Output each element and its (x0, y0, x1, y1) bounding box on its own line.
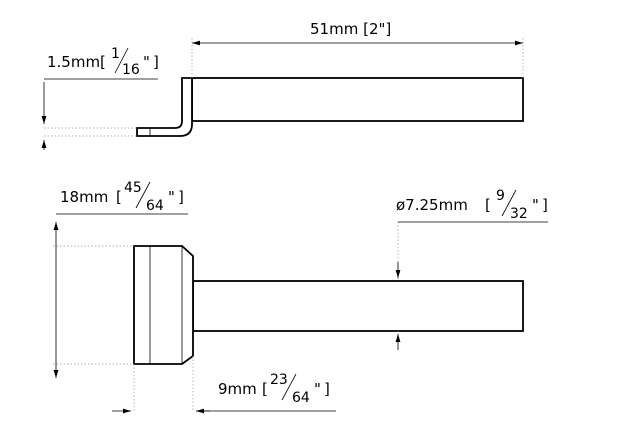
side-view: 51mm [2"] 1.5mm [ 1 16 " ] (41, 20, 524, 150)
svg-text:1: 1 (111, 46, 120, 62)
head-height-label: 18mm [ 45 64 " ] (60, 180, 184, 214)
svg-text:]: ] (542, 196, 548, 214)
svg-text:": " (168, 188, 175, 206)
side-view-shaft (191, 77, 524, 122)
length-label: 51mm [2"] (310, 20, 391, 38)
svg-text:]: ] (324, 380, 330, 398)
side-view-bent-tab (136, 77, 193, 137)
svg-text:64: 64 (292, 390, 310, 406)
svg-text:9: 9 (496, 188, 505, 204)
svg-text:": " (532, 196, 539, 214)
svg-text:": " (143, 53, 150, 71)
svg-text:[: [ (485, 196, 491, 214)
svg-text:[: [ (100, 53, 106, 71)
svg-text:]: ] (153, 53, 159, 71)
svg-text:9mm: 9mm (218, 380, 257, 398)
thickness-label: 1.5mm [ 1 16 " ] (47, 46, 159, 78)
svg-text:ø7.25mm: ø7.25mm (396, 196, 468, 214)
svg-text:[: [ (262, 380, 268, 398)
head-width-label: 9mm [ 23 64 " ] (218, 372, 330, 406)
svg-text:": " (314, 380, 321, 398)
svg-text:45: 45 (124, 180, 142, 196)
svg-text:[: [ (116, 188, 122, 206)
svg-text:1.5mm: 1.5mm (47, 53, 100, 71)
svg-text:]: ] (178, 188, 184, 206)
diameter-label: ø7.25mm [ 9 32 " ] (396, 188, 548, 222)
svg-text:16: 16 (122, 62, 140, 78)
svg-text:32: 32 (510, 206, 528, 222)
top-view-shaft (192, 280, 524, 332)
svg-text:18mm: 18mm (60, 188, 108, 206)
top-view: 18mm [ 45 64 " ] ø7.25mm [ 9 32 " ] (53, 180, 548, 414)
svg-text:23: 23 (270, 372, 288, 388)
top-view-head (133, 245, 194, 365)
svg-text:64: 64 (146, 198, 164, 214)
